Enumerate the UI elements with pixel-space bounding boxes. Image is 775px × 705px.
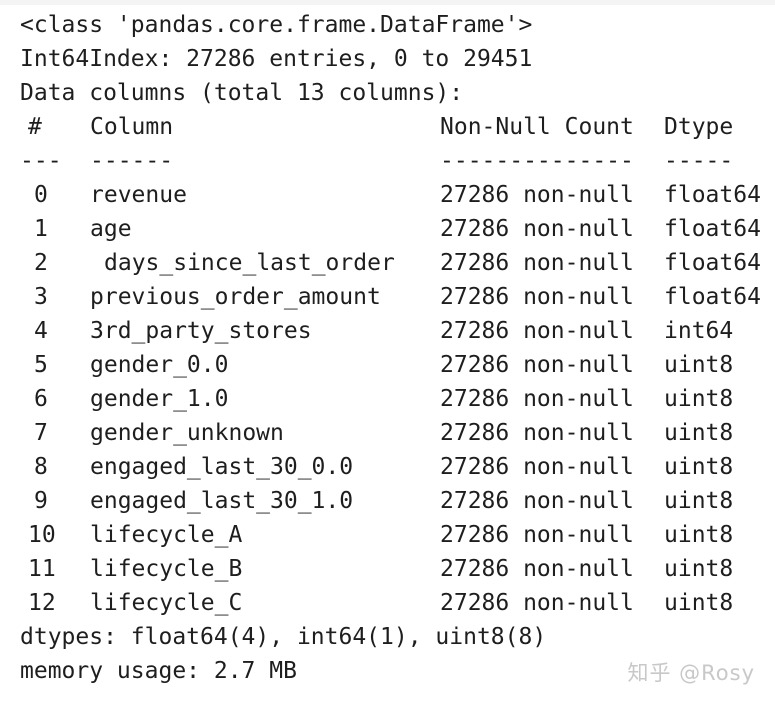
header-column: Column: [90, 114, 174, 140]
row-index: 0: [34, 182, 48, 208]
table-row: 11 lifecycle_B 27286 non-null uint8: [20, 552, 770, 586]
row-column-name: lifecycle_C: [90, 590, 243, 616]
header-index: #: [28, 114, 42, 140]
row-index: 9: [34, 488, 48, 514]
separator-column: ------: [90, 148, 174, 174]
row-column-name: lifecycle_B: [90, 556, 243, 582]
row-non-null-count: 27286 non-null: [440, 420, 634, 446]
separator-index: ---: [20, 148, 62, 174]
row-non-null-count: 27286 non-null: [440, 386, 634, 412]
table-row: 5 gender_0.0 27286 non-null uint8: [20, 348, 770, 382]
row-non-null-count: 27286 non-null: [440, 590, 634, 616]
row-non-null-count: 27286 non-null: [440, 318, 634, 344]
row-dtype: float64: [664, 250, 761, 276]
row-column-name: revenue: [90, 182, 187, 208]
row-column-name: previous_order_amount: [90, 284, 381, 310]
row-non-null-count: 27286 non-null: [440, 556, 634, 582]
index-line: Int64Index: 27286 entries, 0 to 29451: [20, 46, 533, 72]
table-row: 6 gender_1.0 27286 non-null uint8: [20, 382, 770, 416]
row-non-null-count: 27286 non-null: [440, 284, 634, 310]
row-non-null-count: 27286 non-null: [440, 250, 634, 276]
row-index: 4: [34, 318, 48, 344]
columns-count-line: Data columns (total 13 columns):: [20, 80, 464, 106]
row-non-null-count: 27286 non-null: [440, 522, 634, 548]
table-row: 2 days_since_last_order 27286 non-null floa…: [20, 246, 770, 280]
row-index: 2: [34, 250, 48, 276]
row-dtype: int64: [664, 318, 734, 344]
row-dtype: float64: [664, 284, 761, 310]
row-non-null-count: 27286 non-null: [440, 182, 634, 208]
row-dtype: uint8: [664, 386, 734, 412]
row-index: 12: [28, 590, 56, 616]
header-non-null-count: Non-Null Count: [440, 114, 634, 140]
row-column-name: gender_0.0: [90, 352, 229, 378]
table-header-row: # Column Non-Null Count Dtype: [20, 110, 770, 144]
row-index: 3: [34, 284, 48, 310]
table-row: 7 gender_unknown 27286 non-null uint8: [20, 416, 770, 450]
watermark-text: 知乎 @Rosy: [627, 661, 755, 685]
row-column-name: days_since_last_order: [104, 250, 395, 276]
separator-dtype: -----: [664, 148, 734, 174]
separator-non-null-count: --------------: [440, 148, 634, 174]
top-border-strip: [0, 0, 775, 5]
row-index: 8: [34, 454, 48, 480]
dtypes-summary-line: dtypes: float64(4), int64(1), uint8(8): [20, 624, 547, 650]
row-index: 5: [34, 352, 48, 378]
memory-usage-line: memory usage: 2.7 MB: [20, 658, 297, 684]
row-column-name: gender_unknown: [90, 420, 284, 446]
row-column-name: 3rd_party_stores: [90, 318, 312, 344]
table-row: 1 age 27286 non-null float64: [20, 212, 770, 246]
row-dtype: uint8: [664, 454, 734, 480]
dataframe-info-output: <class 'pandas.core.frame.DataFrame'> In…: [20, 8, 770, 688]
header-dtype: Dtype: [664, 114, 734, 140]
row-dtype: uint8: [664, 590, 734, 616]
row-dtype: float64: [664, 182, 761, 208]
row-dtype: uint8: [664, 420, 734, 446]
row-index: 7: [34, 420, 48, 446]
row-dtype: float64: [664, 216, 761, 242]
row-index: 6: [34, 386, 48, 412]
row-column-name: gender_1.0: [90, 386, 229, 412]
row-dtype: uint8: [664, 352, 734, 378]
row-non-null-count: 27286 non-null: [440, 454, 634, 480]
row-non-null-count: 27286 non-null: [440, 216, 634, 242]
row-dtype: uint8: [664, 522, 734, 548]
row-column-name: engaged_last_30_0.0: [90, 454, 354, 480]
row-index: 10: [28, 522, 56, 548]
row-dtype: uint8: [664, 556, 734, 582]
row-column-name: engaged_last_30_1.0: [90, 488, 354, 514]
row-dtype: uint8: [664, 488, 734, 514]
table-row: 0 revenue 27286 non-null float64: [20, 178, 770, 212]
table-row: 10 lifecycle_A 27286 non-null uint8: [20, 518, 770, 552]
table-row: 12 lifecycle_C 27286 non-null uint8: [20, 586, 770, 620]
table-row: 9 engaged_last_30_1.0 27286 non-null uint8: [20, 484, 770, 518]
row-non-null-count: 27286 non-null: [440, 352, 634, 378]
table-rows: 0 revenue 27286 non-null float64 1 age 27286 n…: [20, 178, 770, 620]
row-index: 1: [34, 216, 48, 242]
row-index: 11: [28, 556, 56, 582]
row-column-name: lifecycle_A: [90, 522, 243, 548]
class-line: <class 'pandas.core.frame.DataFrame'>: [20, 12, 533, 38]
table-row: 3 previous_order_amount 27286 non-null floa…: [20, 280, 770, 314]
row-non-null-count: 27286 non-null: [440, 488, 634, 514]
table-row: 8 engaged_last_30_0.0 27286 non-null uint8: [20, 450, 770, 484]
table-row: 4 3rd_party_stores 27286 non-null int64: [20, 314, 770, 348]
table-separator-row: --- ------ -------------- -----: [20, 144, 770, 178]
row-column-name: age: [90, 216, 132, 242]
